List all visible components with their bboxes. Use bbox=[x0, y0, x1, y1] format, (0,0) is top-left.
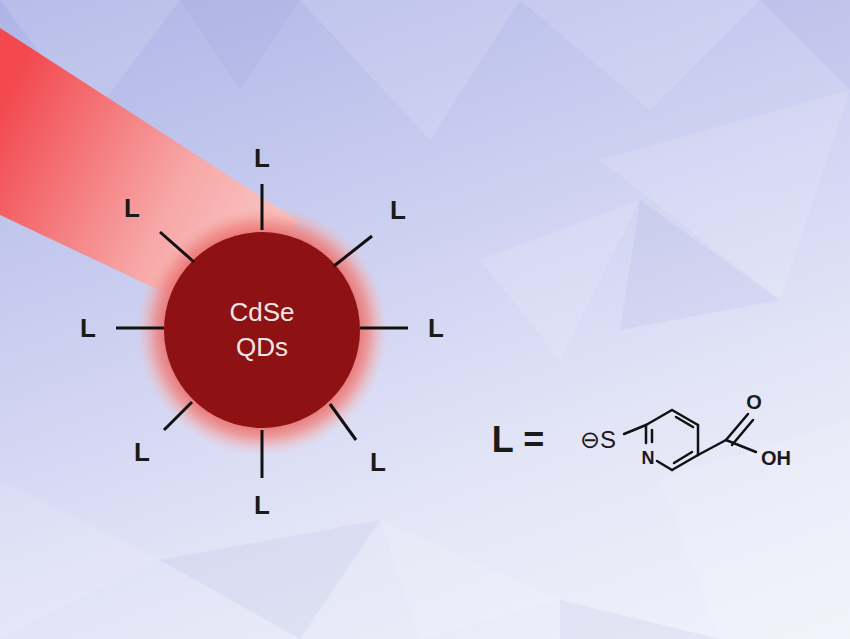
nitrogen-atom: N bbox=[642, 448, 655, 469]
ligand-label: L bbox=[370, 447, 386, 478]
ligand-label: L bbox=[254, 143, 270, 174]
ligand-label: L bbox=[80, 313, 96, 344]
oxygen-atom: O bbox=[746, 391, 762, 414]
ligand-lines bbox=[116, 184, 408, 478]
ligand-label: L bbox=[254, 490, 270, 521]
ligand-label: L bbox=[124, 193, 140, 224]
hydroxyl-group: OH bbox=[761, 447, 791, 470]
thiolate-group: ⊖S bbox=[580, 426, 616, 454]
ligand-label: L bbox=[428, 313, 444, 344]
node-text: CdSe QDs bbox=[222, 295, 302, 365]
ligand-structure bbox=[624, 410, 756, 470]
ligand-label: L bbox=[134, 437, 150, 468]
ligand-definition: L = bbox=[492, 419, 544, 461]
emission-glow bbox=[136, 204, 388, 456]
ligand-label: L bbox=[390, 195, 406, 226]
quantum-dot-node: CdSe QDs bbox=[164, 232, 360, 428]
